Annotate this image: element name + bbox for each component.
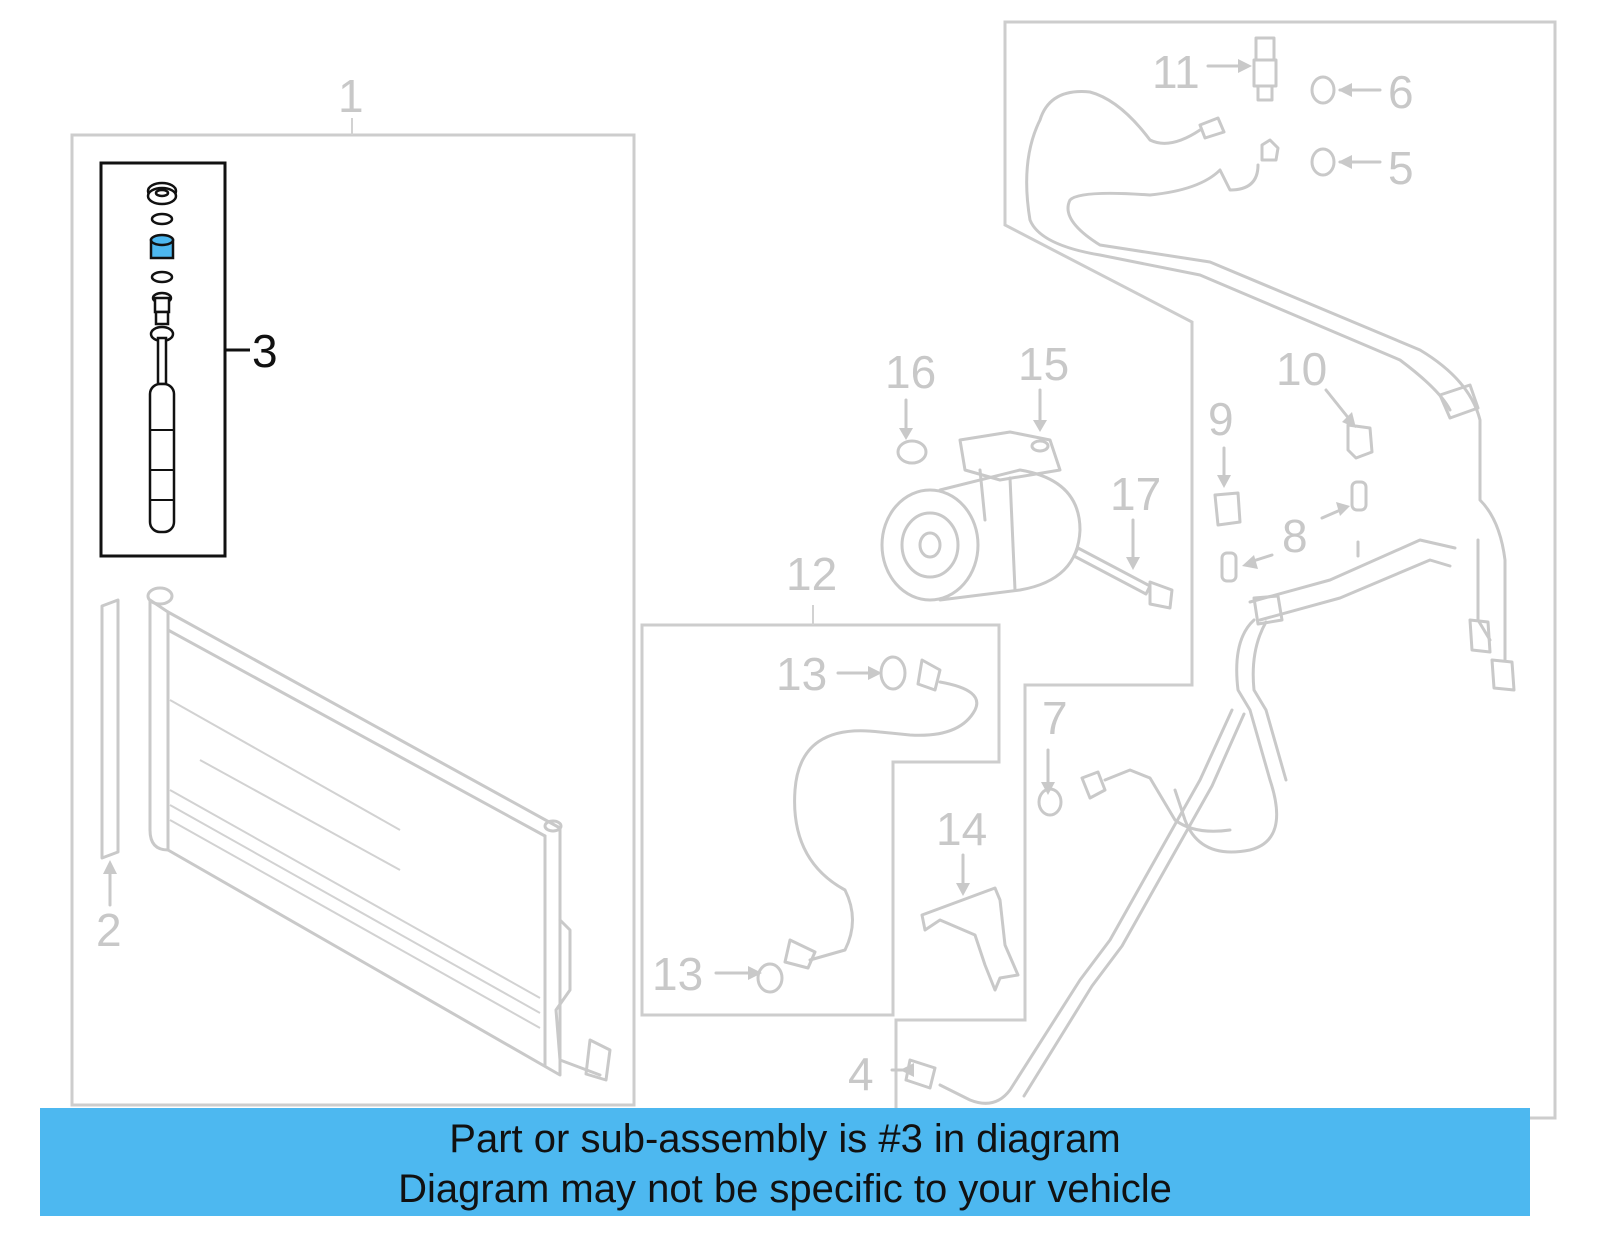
banner-line-1: Part or sub-assembly is #3 in diagram (449, 1117, 1121, 1161)
refrigerant-lines (890, 36, 1516, 1105)
callout-5[interactable]: 5 (1388, 142, 1414, 194)
callout-11[interactable]: 11 (1152, 46, 1200, 98)
callout-6[interactable]: 6 (1388, 66, 1414, 118)
callout-16[interactable]: 16 (885, 346, 936, 398)
banner-line-2: Diagram may not be specific to your vehi… (398, 1167, 1172, 1211)
dryer-kit-box (99, 161, 227, 558)
callout-13-top[interactable]: 13 (776, 648, 827, 700)
callout-7[interactable]: 7 (1042, 692, 1068, 744)
callout-8[interactable]: 8 (1282, 510, 1308, 562)
callout-17[interactable]: 17 (1110, 468, 1161, 520)
callout-1[interactable]: 1 (338, 70, 364, 122)
info-banner: Part or sub-assembly is #3 in diagram Di… (40, 1108, 1530, 1216)
callout-12[interactable]: 12 (786, 548, 837, 600)
condenser (146, 586, 612, 1082)
callout-15[interactable]: 15 (1018, 338, 1069, 390)
callout-13-bottom[interactable]: 13 (652, 948, 703, 1000)
suction-hose (714, 655, 979, 994)
bracket (920, 853, 1020, 992)
dryer-kit-parts (146, 181, 178, 534)
callout-9[interactable]: 9 (1208, 393, 1234, 445)
callout-3[interactable]: 3 (252, 325, 278, 377)
lines-group-frame (894, 20, 1557, 1120)
callout-10[interactable]: 10 (1276, 343, 1327, 395)
callout-14[interactable]: 14 (936, 803, 987, 855)
hose-group-frame (640, 623, 1001, 1017)
seal-strip (100, 598, 120, 907)
callout-4[interactable]: 4 (848, 1048, 874, 1100)
callout-2[interactable]: 2 (96, 904, 122, 956)
compressor (880, 388, 1174, 610)
